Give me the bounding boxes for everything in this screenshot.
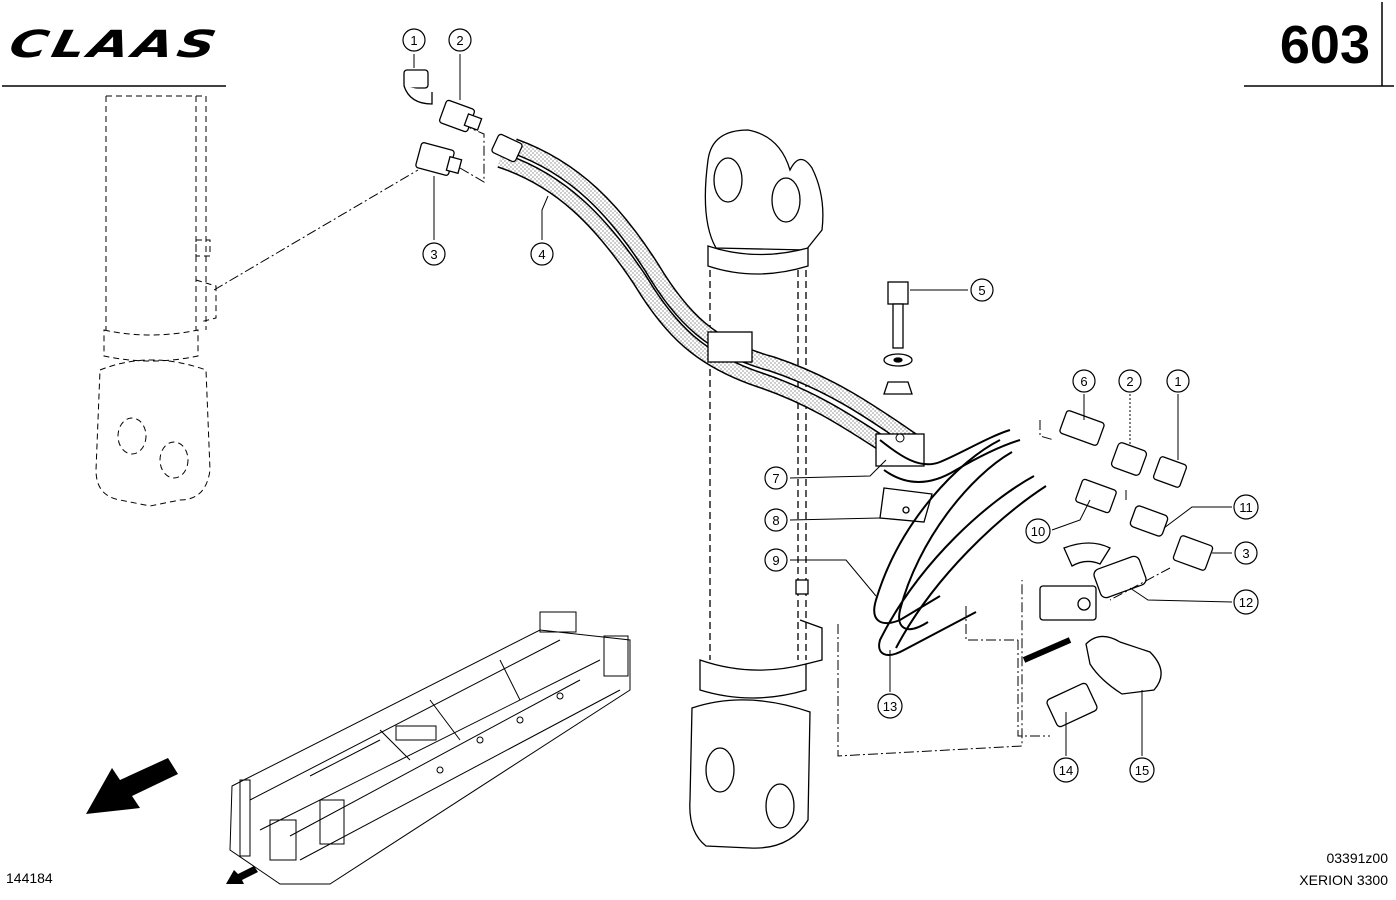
callout-9: 9: [764, 548, 788, 572]
callout-label: 8: [772, 513, 779, 528]
callout-2-right: 2: [1118, 369, 1142, 393]
callout-15: 15: [1129, 757, 1155, 783]
callout-leaders: [413, 54, 1233, 756]
callout-4: 4: [530, 242, 554, 266]
callout-1-right: 1: [1166, 369, 1190, 393]
callout-label: 11: [1239, 500, 1253, 515]
main-hose-pair: [491, 133, 925, 467]
callout-label: 1: [1174, 374, 1181, 389]
main-lift-cylinder: [689, 129, 824, 849]
page-number: 603: [1279, 15, 1370, 75]
secondary-hoses: [873, 429, 1047, 656]
callout-2-top: 2: [448, 28, 472, 52]
callout-14: 14: [1053, 757, 1079, 783]
callout-1-top: 1: [402, 28, 426, 52]
callout-label: 15: [1135, 763, 1149, 778]
callout-8: 8: [764, 508, 788, 532]
callout-10: 10: [1025, 518, 1051, 544]
callout-6: 6: [1072, 369, 1096, 393]
callout-3-right: 3: [1234, 541, 1258, 565]
callout-label: 13: [883, 699, 897, 714]
callout-label: 10: [1031, 524, 1045, 539]
small-direction-arrow-icon: [226, 866, 258, 884]
callout-label: 1: [410, 33, 417, 48]
callout-12: 12: [1233, 589, 1259, 615]
callout-label: 12: [1239, 595, 1253, 610]
callout-label: 14: [1059, 763, 1073, 778]
callout-markers: 1 2 3 4 5 6 2 1 7 8 11 10 3 9 12 13 14 1…: [402, 28, 1259, 783]
chassis-overview: [229, 611, 631, 885]
model-name: XERION 3300: [1299, 872, 1388, 888]
hose-clamp-lower: [879, 487, 933, 523]
callout-label: 4: [538, 247, 545, 262]
callout-13: 13: [877, 693, 903, 719]
callout-label: 9: [772, 553, 779, 568]
bolt-washer-nut: [883, 281, 913, 395]
callout-label: 3: [1242, 546, 1249, 561]
callout-5: 5: [970, 278, 994, 302]
fittings-right: [1059, 410, 1214, 571]
callout-label: 5: [978, 283, 985, 298]
callout-label: 6: [1080, 374, 1087, 389]
callout-7: 7: [764, 466, 788, 490]
callout-label: 3: [430, 247, 437, 262]
left-phantom-cylinder: [95, 95, 217, 507]
callout-label: 2: [456, 33, 463, 48]
connector-lines: [213, 127, 1171, 757]
footer-left-code: 144184: [6, 870, 53, 886]
coupling-and-caps: [1022, 542, 1162, 728]
fittings-top-left: [403, 69, 483, 176]
drawing-number: 03391z00: [1326, 850, 1388, 866]
frame-lines: [2, 2, 1394, 87]
callout-3-left: 3: [422, 242, 446, 266]
direction-arrow-icon: [86, 758, 178, 814]
callout-11: 11: [1233, 494, 1259, 520]
callout-label: 7: [772, 471, 779, 486]
callout-label: 2: [1126, 374, 1133, 389]
